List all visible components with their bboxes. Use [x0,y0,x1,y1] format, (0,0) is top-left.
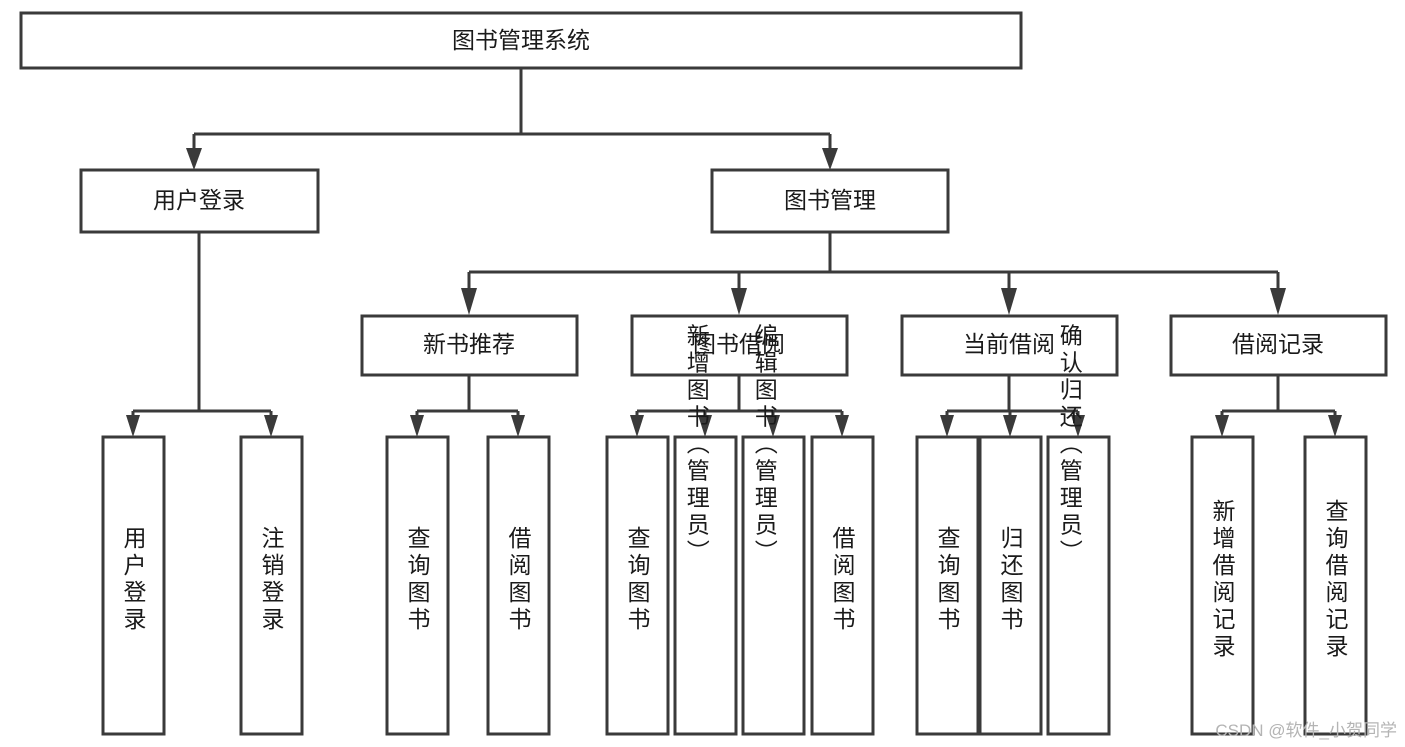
arrow-head-leaf-add-book [698,415,712,437]
node-current-borrow-label: 当前借阅 [963,331,1055,357]
node-new-book-recommend-box[interactable] [360,314,579,377]
arrow-head-leaf-confirm-return [1071,415,1085,437]
node-user-login-box[interactable] [79,168,320,234]
node-leaf-edit-book[interactable]: 编辑图书（管理员） [741,324,806,736]
node-book-borrow-label: 图书借阅 [693,331,785,357]
node-leaf-borrow-book-2-box[interactable] [810,435,875,736]
node-root-box[interactable] [19,11,1023,70]
node-leaf-add-book-box[interactable] [673,435,738,736]
node-new-book-recommend[interactable]: 新书推荐 [360,314,579,377]
arrow-head-leaf-user-login [126,415,140,437]
node-leaf-borrow-book-1[interactable]: 借阅图书 [486,435,551,736]
node-leaf-query-book-3[interactable]: 查询图书 [915,435,980,736]
node-leaf-query-book-2[interactable]: 查询图书 [605,435,670,736]
node-book-management-box[interactable] [710,168,950,234]
node-user-login[interactable]: 用户登录 [79,168,320,234]
node-root-label: 图书管理系统 [452,27,590,53]
node-leaf-query-record[interactable]: 查询借阅记录 [1303,435,1368,736]
node-leaf-query-book-1-box[interactable] [385,435,450,736]
node-borrow-record-label: 借阅记录 [1232,331,1324,357]
arrow-head-leaf-edit-book [766,415,780,437]
node-leaf-query-book-2-label: 查询图书 [624,526,651,634]
node-leaf-user-login-box[interactable] [101,435,166,736]
arrow-head-borrow-record [1270,288,1286,315]
arrow-head-current-borrow [1001,288,1017,315]
node-book-management-label: 图书管理 [784,187,876,213]
node-leaf-query-book-1[interactable]: 查询图书 [385,435,450,736]
node-leaf-query-book-1-label: 查询图书 [404,526,431,634]
node-leaf-query-record-label: 查询借阅记录 [1322,499,1349,661]
arrow-head-leaf-user-logout [264,415,278,437]
node-leaf-confirm-return-label: 确认归还（管理员） [1056,324,1083,567]
node-leaf-add-book-label: 新增图书（管理员） [683,324,710,567]
node-current-borrow-box[interactable] [900,314,1119,377]
node-leaf-edit-book-label: 编辑图书（管理员） [751,324,778,567]
node-leaf-add-record[interactable]: 新增借阅记录 [1190,435,1255,736]
node-leaf-query-book-3-label: 查询图书 [934,526,961,634]
node-leaf-user-login[interactable]: 用户登录 [101,435,166,736]
node-leaf-confirm-return[interactable]: 确认归还（管理员） [1046,324,1111,736]
arrow-head-book-borrow [731,288,747,315]
node-leaf-query-book-2-box[interactable] [605,435,670,736]
node-leaf-user-logout-label: 注销登录 [258,526,285,634]
node-leaf-borrow-book-2[interactable]: 借阅图书 [810,435,875,736]
node-leaf-user-login-label: 用户登录 [120,526,147,634]
arrow-head-leaf-borrow-book-1 [511,415,525,437]
arrow-head-leaf-borrow-book-2 [835,415,849,437]
node-leaf-query-book-3-box[interactable] [915,435,980,736]
node-leaf-user-logout-box[interactable] [239,435,304,736]
node-book-borrow-box[interactable] [630,314,849,377]
node-leaf-borrow-book-1-label: 借阅图书 [505,526,532,634]
node-new-book-recommend-label: 新书推荐 [423,331,515,357]
node-leaf-return-book[interactable]: 归还图书 [978,435,1043,736]
node-leaf-query-record-box[interactable] [1303,435,1368,736]
connector-group [126,68,1342,437]
arrow-head-leaf-query-book-3 [940,415,954,437]
node-current-borrow[interactable]: 当前借阅 [900,314,1119,377]
arrow-head-leaf-query-book-1 [410,415,424,437]
node-leaf-return-book-label: 归还图书 [997,526,1024,634]
node-leaf-add-record-label: 新增借阅记录 [1209,499,1236,661]
arrow-head-leaf-add-record [1215,415,1229,437]
arrow-head-leaf-query-record [1328,415,1342,437]
node-borrow-record[interactable]: 借阅记录 [1169,314,1388,377]
node-leaf-user-logout[interactable]: 注销登录 [239,435,304,736]
node-user-login-label: 用户登录 [153,187,245,213]
arrow-head-user-login [186,148,202,170]
node-leaf-add-record-box[interactable] [1190,435,1255,736]
node-borrow-record-box[interactable] [1169,314,1388,377]
node-leaf-edit-book-box[interactable] [741,435,806,736]
node-root[interactable]: 图书管理系统 [19,11,1023,70]
node-book-management[interactable]: 图书管理 [710,168,950,234]
arrow-head-new-book-recommend [461,288,477,315]
arrow-head-book-management [822,148,838,170]
node-leaf-add-book[interactable]: 新增图书（管理员） [673,324,738,736]
node-leaf-borrow-book-2-label: 借阅图书 [829,526,856,634]
node-leaf-return-book-box[interactable] [978,435,1043,736]
arrow-head-leaf-query-book-2 [630,415,644,437]
node-leaf-borrow-book-1-box[interactable] [486,435,551,736]
node-book-borrow[interactable]: 图书借阅 [630,314,849,377]
node-leaf-confirm-return-box[interactable] [1046,435,1111,736]
arrow-head-leaf-return-book [1003,415,1017,437]
